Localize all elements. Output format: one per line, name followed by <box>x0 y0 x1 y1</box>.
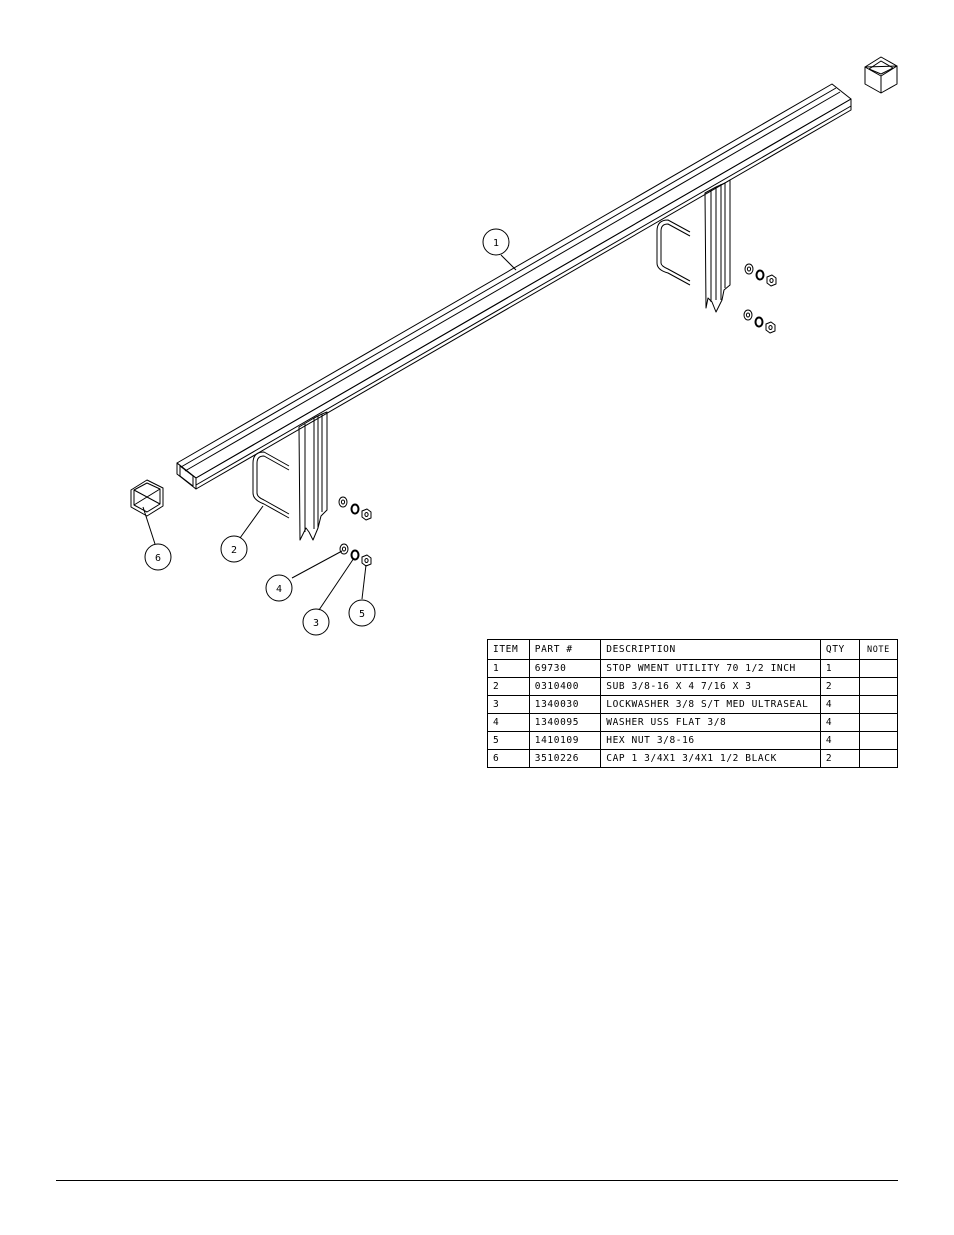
end-cap-right <box>864 56 898 94</box>
bom-header-part: PART # <box>528 639 602 660</box>
bom-note <box>858 677 899 696</box>
balloon-6 <box>144 543 172 571</box>
bom-part: 1410109 <box>528 731 602 750</box>
balloon-2-label: 2 <box>231 545 237 556</box>
table-row: 3 1340030 LOCKWASHER 3/8 S/T MED ULTRASE… <box>487 695 899 714</box>
table-row: 5 1410109 HEX NUT 3/8-16 4 <box>487 731 899 750</box>
bom-note <box>858 749 899 768</box>
bom-qty: 2 <box>819 749 860 768</box>
footer-rule <box>56 1180 898 1181</box>
bom-note <box>858 713 899 732</box>
bom-header-note: NOTE <box>858 639 899 660</box>
bom-description: SUB 3/8-16 X 4 7/16 X 3 <box>600 677 821 696</box>
balloon-4-label: 4 <box>276 584 282 595</box>
hardware-stack-right-lower <box>743 309 776 334</box>
balloon-3-label: 3 <box>313 618 319 629</box>
bom-header-qty: QTY <box>819 639 860 660</box>
mount-plate-left <box>298 411 328 541</box>
bom-qty: 4 <box>819 713 860 732</box>
bom-header-description: DESCRIPTION <box>600 639 821 660</box>
square-tube-part <box>176 83 852 490</box>
bom-part: 3510226 <box>528 749 602 768</box>
bom-item: 3 <box>487 695 530 714</box>
bom-note <box>858 695 899 714</box>
u-bolt-right <box>656 219 691 286</box>
balloon-1 <box>482 228 510 256</box>
bom-header-item: ITEM <box>487 639 530 660</box>
bom-part: 69730 <box>528 659 602 678</box>
bom-qty: 2 <box>819 677 860 696</box>
bom-part: 1340095 <box>528 713 602 732</box>
hardware-stack-right-upper <box>744 263 777 287</box>
bom-note <box>858 731 899 750</box>
leader-lines <box>142 254 517 611</box>
bom-note <box>858 659 899 678</box>
mount-plate-right <box>704 179 731 313</box>
bom-part: 0310400 <box>528 677 602 696</box>
balloon-5-label: 5 <box>359 609 365 620</box>
bom-description: WASHER USS FLAT 3/8 <box>600 713 821 732</box>
bom-description: CAP 1 3/4X1 3/4X1 1/2 BLACK <box>600 749 821 768</box>
bom-header-row: ITEM PART # DESCRIPTION QTY NOTE <box>487 639 899 660</box>
bom-description: HEX NUT 3/8-16 <box>600 731 821 750</box>
bom-qty: 1 <box>819 659 860 678</box>
table-row: 6 3510226 CAP 1 3/4X1 3/4X1 1/2 BLACK 2 <box>487 749 899 768</box>
hardware-stack-left-upper <box>338 496 372 521</box>
bom-item: 1 <box>487 659 530 678</box>
u-bolt-left <box>252 451 290 519</box>
bom-description: LOCKWASHER 3/8 S/T MED ULTRASEAL <box>600 695 821 714</box>
bom-item: 5 <box>487 731 530 750</box>
balloon-3 <box>302 608 330 636</box>
bom-qty: 4 <box>819 731 860 750</box>
table-row: 4 1340095 WASHER USS FLAT 3/8 4 <box>487 713 899 732</box>
bill-of-materials-table: ITEM PART # DESCRIPTION QTY NOTE 1 69730… <box>487 639 899 768</box>
end-cap-left <box>130 479 164 517</box>
table-row: 1 69730 STOP WMENT UTILITY 70 1/2 INCH 1 <box>487 659 899 678</box>
bom-description: STOP WMENT UTILITY 70 1/2 INCH <box>600 659 821 678</box>
balloon-1-label: 1 <box>493 238 499 249</box>
balloon-5 <box>348 599 376 627</box>
bom-item: 6 <box>487 749 530 768</box>
bom-item: 4 <box>487 713 530 732</box>
balloon-4 <box>265 574 293 602</box>
balloon-2 <box>220 535 248 563</box>
bom-part: 1340030 <box>528 695 602 714</box>
bom-item: 2 <box>487 677 530 696</box>
bom-qty: 4 <box>819 695 860 714</box>
table-row: 2 0310400 SUB 3/8-16 X 4 7/16 X 3 2 <box>487 677 899 696</box>
hardware-stack-left-lower <box>339 543 372 567</box>
balloon-6-label: 6 <box>155 553 161 564</box>
